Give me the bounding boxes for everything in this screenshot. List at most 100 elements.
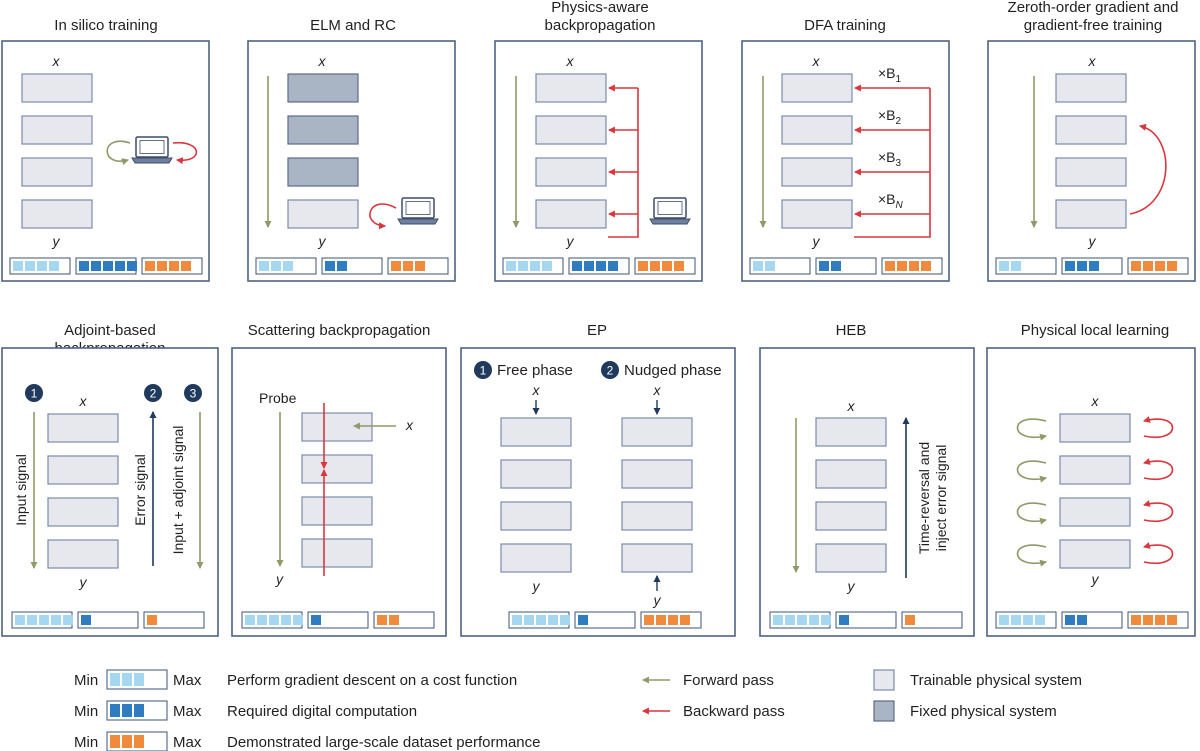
feedback-matrix-b3: ×B3 — [878, 149, 902, 169]
panel-physical-local-learning: Physical local learning x y — [986, 322, 1196, 637]
rating-cell-gradient — [49, 261, 59, 271]
rating-cell-digital — [596, 261, 606, 271]
rating-cell-digital — [578, 615, 588, 625]
step-2-badge — [144, 384, 162, 402]
trainable-layer — [621, 459, 693, 489]
nudged-output-y-label: y — [653, 592, 662, 608]
trainable-layer — [1059, 539, 1131, 569]
feedback-matrix-b1: ×B1 — [878, 65, 902, 85]
output-y-label: y — [1091, 571, 1100, 587]
rating-cell-dataset — [145, 261, 155, 271]
legend-min-label: Min — [74, 672, 98, 689]
trainable-layer — [621, 417, 693, 447]
trainable-layer — [781, 199, 853, 229]
rating-cell-gradient — [1011, 615, 1021, 625]
output-y-label: y — [52, 233, 61, 249]
panel-title-line: backpropagation — [545, 17, 656, 34]
legend-min-label: Min — [74, 703, 98, 720]
rating-cell-gradient — [27, 615, 37, 625]
rating-cell-digital — [325, 261, 335, 271]
legend-max-label: Max — [173, 734, 202, 751]
trainable-layer — [1055, 157, 1127, 187]
rating-cell-dataset — [885, 261, 895, 271]
rating-cell-dataset — [147, 615, 157, 625]
input-x-label: x — [318, 53, 327, 69]
trainable-layer — [500, 543, 572, 573]
rating-cell-digital — [1065, 261, 1075, 271]
legend-dataset-cell — [122, 735, 132, 748]
rating-cell-gradient — [785, 615, 795, 625]
trainable-layer — [301, 538, 373, 568]
local-forward-arrow — [1016, 460, 1048, 483]
rating-cell-dataset — [377, 615, 387, 625]
rating-cell-gradient — [999, 615, 1009, 625]
legend-fixed-swatch — [873, 700, 895, 722]
rating-cell-dataset — [668, 615, 678, 625]
input-x-label: x — [847, 398, 856, 414]
input-x-label: x — [52, 53, 61, 69]
output-y-label: y — [566, 233, 575, 249]
probe-label: Probe — [259, 390, 297, 406]
step-3-badge — [184, 384, 202, 402]
panel-title-line: Scattering backpropagation — [248, 322, 431, 339]
rating-cell-digital — [79, 261, 89, 271]
legend: Min Max Perform gradient descent on a co… — [74, 669, 1082, 751]
output-y-label: y — [318, 233, 327, 249]
backward-bus-line — [608, 88, 639, 238]
rating-cell-gradient — [548, 615, 558, 625]
trainable-layer — [47, 539, 119, 569]
rating-cell-gradient — [524, 615, 534, 625]
legend-digital-cell — [122, 704, 132, 717]
panel-heb: HEB x y Time-reversal and inject error s… — [759, 322, 975, 637]
panel-title-line: Adjoint-based — [64, 322, 156, 339]
trainable-layer — [301, 454, 373, 484]
rating-cell-digital — [572, 261, 582, 271]
rating-cell-dataset — [656, 615, 666, 625]
trainable-layer — [621, 501, 693, 531]
rating-cell-digital — [608, 261, 618, 271]
trainable-layer — [535, 199, 607, 229]
trainable-layer — [621, 543, 693, 573]
input-signal-label: Input signal — [13, 454, 29, 526]
rating-cell-gradient — [542, 261, 552, 271]
rating-bar-dataset — [143, 611, 205, 629]
nudged-input-x-label: x — [653, 382, 662, 398]
legend-gradient-cell — [122, 673, 132, 686]
trainable-layer — [1055, 199, 1127, 229]
backward-pass-arrow — [1129, 123, 1167, 215]
trainable-layer — [500, 417, 572, 447]
panel-title-line: DFA training — [804, 17, 886, 34]
rating-cell-gradient — [999, 261, 1009, 271]
panel-title-line: EP — [587, 322, 607, 339]
feedback-matrix-b2: ×B2 — [878, 107, 902, 127]
input-x-label: x — [812, 53, 821, 69]
local-forward-arrow — [1016, 502, 1048, 525]
rating-cell-dataset — [391, 261, 401, 271]
legend-forward-pass-text: Forward pass — [683, 672, 774, 689]
local-forward-arrow — [1016, 544, 1048, 567]
rating-cell-digital — [81, 615, 91, 625]
trainable-layer — [21, 157, 93, 187]
legend-max-label: Max — [173, 703, 202, 720]
panel-title-line: gradient-free training — [1024, 17, 1162, 34]
panel-title-line: Zeroth-order gradient and — [1008, 0, 1179, 16]
rating-cell-dataset — [157, 261, 167, 271]
trainable-layer — [1059, 455, 1131, 485]
backward-pass-arrow — [172, 142, 198, 165]
input-x-label: x — [79, 393, 88, 409]
nudged-phase-label: Nudged phase — [624, 362, 722, 379]
rating-cell-dataset — [181, 261, 191, 271]
panel-ep: EP 1 Free phase 2 Nudged phase x x y y — [460, 322, 736, 637]
step-3-number: 3 — [190, 387, 197, 401]
panel-title-line: HEB — [836, 322, 867, 339]
rating-cell-gradient — [512, 615, 522, 625]
rating-cell-dataset — [415, 261, 425, 271]
legend-digital-cell — [134, 704, 144, 717]
output-y-label: y — [812, 233, 821, 249]
rating-bar-digital — [835, 611, 897, 629]
fixed-layer — [287, 157, 359, 187]
rating-cell-digital — [127, 261, 137, 271]
rating-cell-gradient — [821, 615, 831, 625]
fixed-layer — [287, 73, 359, 103]
